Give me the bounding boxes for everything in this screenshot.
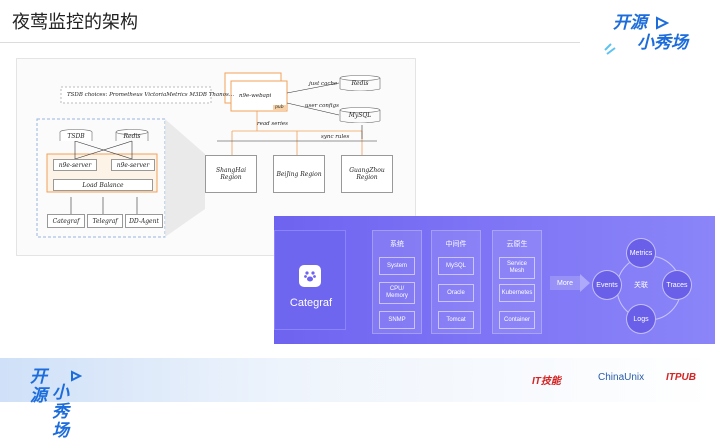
region-beijing: BeiJing Region bbox=[273, 155, 325, 193]
agent-telegraf: Telegraf bbox=[87, 214, 123, 228]
node-traces: Traces bbox=[662, 270, 692, 300]
arrow-right-icon bbox=[580, 274, 590, 292]
node-metrics: Metrics bbox=[626, 238, 656, 268]
sync-rules-label: sync rules bbox=[321, 134, 350, 140]
database-icon bbox=[339, 107, 381, 124]
brand-logo: 开源 小秀场 bbox=[603, 6, 701, 56]
sponsor-it: IT技能 bbox=[532, 376, 561, 387]
spark-icon bbox=[604, 43, 616, 55]
correlation-label: 关联 bbox=[634, 281, 648, 289]
footer-brand-line1: 开源 bbox=[30, 367, 47, 406]
region-shanghai: ShangHai Region bbox=[205, 155, 257, 193]
categraf-card: Categraf bbox=[274, 230, 346, 330]
column-middleware: 中间件 MySQL Oracle Tomcat bbox=[431, 230, 481, 334]
play-icon bbox=[656, 16, 669, 30]
n9e-server-1: n9e-server bbox=[53, 159, 97, 171]
region-guangzhou: GuangZhou Region bbox=[341, 155, 393, 193]
redis-left-node: Redis bbox=[115, 129, 149, 145]
n9e-server-2: n9e-server bbox=[111, 159, 155, 171]
item-oracle: Oracle bbox=[438, 284, 474, 302]
footer-bar: 开源 小秀场 IT技能 ChinaUnix ITPUB bbox=[0, 358, 715, 441]
node-logs: Logs bbox=[626, 304, 656, 334]
sponsor-chinaunix: ChinaUnix bbox=[598, 372, 645, 383]
database-icon bbox=[59, 129, 93, 141]
item-snmp: SNMP bbox=[379, 311, 415, 329]
sponsor-itpub: ITPUB bbox=[666, 372, 696, 383]
database-icon bbox=[115, 129, 149, 141]
more-arrow: More bbox=[550, 276, 580, 290]
node-events: Events bbox=[592, 270, 622, 300]
item-service-mesh: Service Mesh bbox=[499, 257, 535, 279]
agent-categraf: Categraf bbox=[47, 214, 85, 228]
read-series-label: read series bbox=[257, 121, 288, 127]
footer-brand-line2: 小秀场 bbox=[52, 383, 69, 441]
paw-icon bbox=[299, 265, 321, 287]
item-mysql: MySQL bbox=[438, 257, 474, 275]
item-container: Container bbox=[499, 311, 535, 329]
item-kubernetes: Kubernetes bbox=[499, 284, 535, 302]
mysql-node: MySQL bbox=[339, 107, 381, 125]
column-header: 中间件 bbox=[445, 240, 467, 248]
pub-badge: pub bbox=[273, 105, 286, 110]
column-cloud-native: 云原生 Service Mesh Kubernetes Container bbox=[492, 230, 542, 334]
item-tomcat: Tomcat bbox=[438, 311, 474, 329]
column-system: 系统 System CPU/ Memory SNMP bbox=[372, 230, 422, 334]
column-header: 云原生 bbox=[506, 240, 528, 248]
tsdb-choices-note: TSDB choices: Prometheus VictoriaMetrics… bbox=[67, 92, 235, 98]
mysql-label: MySQL bbox=[348, 112, 372, 119]
just-cache-label: just cache bbox=[309, 81, 338, 87]
tsdb-label: TSDB bbox=[67, 133, 85, 140]
title-divider bbox=[0, 42, 580, 43]
redis-left-label: Redis bbox=[123, 133, 141, 140]
user-configs-label: user configs bbox=[305, 103, 339, 109]
agent-dd: DD-Agent bbox=[125, 214, 163, 228]
tsdb-node: TSDB bbox=[59, 129, 93, 145]
categraf-label: Categraf bbox=[289, 297, 333, 309]
redis-right-label: Redis bbox=[351, 80, 369, 87]
play-icon bbox=[71, 370, 82, 382]
item-system: System bbox=[379, 257, 415, 275]
item-cpu-memory: CPU/ Memory bbox=[379, 282, 415, 304]
brand-line2: 小秀场 bbox=[637, 33, 688, 53]
load-balance: Load Balance bbox=[53, 179, 153, 191]
categraf-panel: Categraf 系统 System CPU/ Memory SNMP 中间件 … bbox=[274, 216, 715, 344]
database-icon bbox=[339, 75, 381, 92]
page-title: 夜莺监控的架构 bbox=[12, 12, 138, 33]
redis-right-node: Redis bbox=[339, 75, 381, 93]
column-header: 系统 bbox=[390, 240, 404, 248]
brand-line1: 开源 bbox=[613, 13, 647, 33]
webapi-label: n9e-webapi bbox=[239, 93, 272, 99]
